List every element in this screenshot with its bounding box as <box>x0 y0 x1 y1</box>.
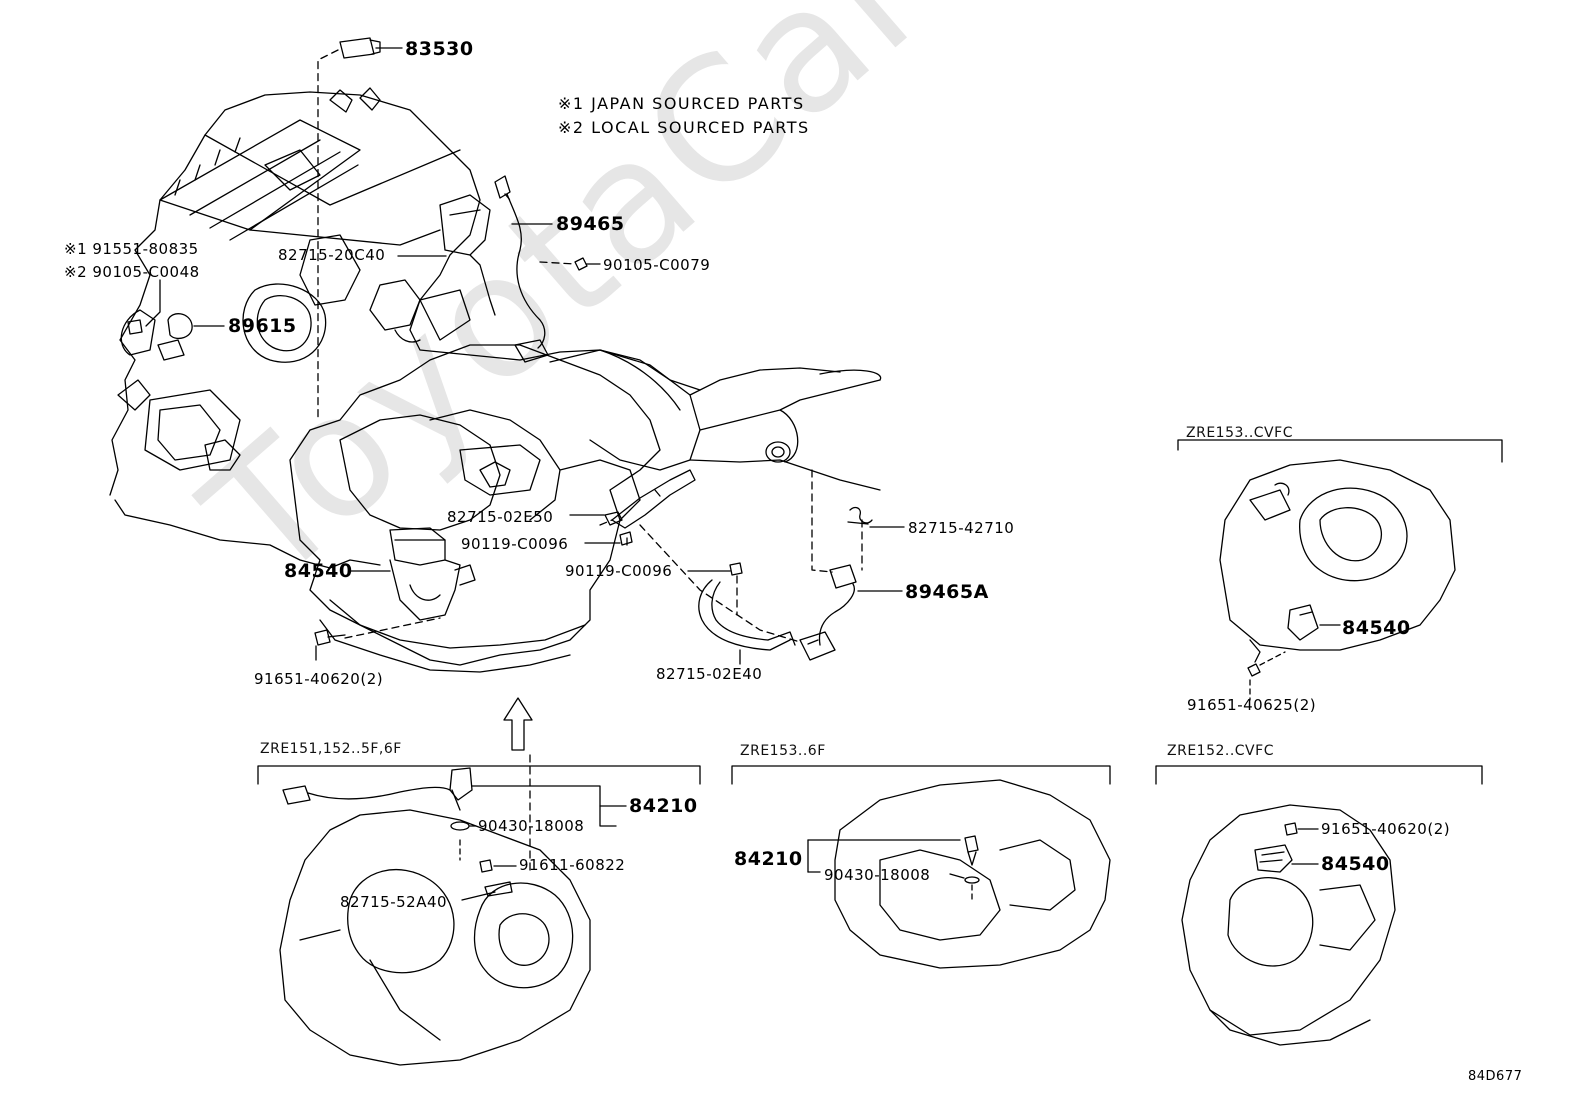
part-label-89615: 89615 <box>228 315 297 337</box>
part-label-82715-52A40: 82715-52A40 <box>340 893 448 911</box>
part-label-90430-18008-zre151: 90430-18008 <box>478 817 585 835</box>
inset-zre153-6f-drawing <box>731 765 1111 969</box>
note-japan-sourced: ※1 JAPAN SOURCED PARTS <box>558 94 805 113</box>
part-label-82715-42710: 82715-42710 <box>908 519 1015 537</box>
part-label-90105-C0048: ※2 90105-C0048 <box>64 263 200 281</box>
inset-zre152-cvfc-drawing <box>1155 765 1483 1046</box>
part-label-83530: 83530 <box>405 38 474 60</box>
part-label-82715-20C40: 82715-20C40 <box>278 246 386 264</box>
section-title-zre153-6f: ZRE153..6F <box>740 743 826 759</box>
part-label-89465: 89465 <box>556 213 625 235</box>
part-label-82715-02E50: 82715-02E50 <box>447 508 554 526</box>
part-label-91611-60822: 91611-60822 <box>519 856 626 874</box>
section-title-zre151: ZRE151,152..5F,6F <box>260 741 402 757</box>
part-label-91651-40620-main: 91651-40620(2) <box>254 670 384 688</box>
part-label-91551-80835: ※1 91551-80835 <box>64 240 199 258</box>
part-label-84210-zre153: 84210 <box>734 848 803 870</box>
inset-zre151-drawing <box>257 765 701 1066</box>
dashed-callout-lines <box>317 49 863 871</box>
leader-lines <box>145 47 905 665</box>
figure-code: 84D677 <box>1468 1069 1523 1084</box>
part-label-90430-18008-zre153: 90430-18008 <box>824 866 931 884</box>
part-label-90119-C0096-a: 90119-C0096 <box>461 535 569 553</box>
section-title-zre153-cvfc: ZRE153..CVFC <box>1186 425 1293 441</box>
part-label-84540-zre152: 84540 <box>1321 853 1390 875</box>
inset-zre153-cvfc-drawing <box>1177 439 1503 701</box>
part-label-82715-02E40: 82715-02E40 <box>656 665 763 683</box>
part-label-90119-C0096-b: 90119-C0096 <box>565 562 673 580</box>
part-label-91651-40620-zre152: 91651-40620(2) <box>1321 820 1451 838</box>
part-label-84540-main: 84540 <box>284 560 353 582</box>
part-label-89465A: 89465A <box>905 581 989 603</box>
arrow-up-icon <box>503 697 533 751</box>
part-label-84540-zre153: 84540 <box>1342 617 1411 639</box>
part-label-84210-zre151: 84210 <box>629 795 698 817</box>
part-label-90105-C0079: 90105-C0079 <box>603 256 711 274</box>
engine-assembly-drawing <box>109 37 882 673</box>
section-title-zre152-cvfc: ZRE152..CVFC <box>1167 743 1274 759</box>
note-local-sourced: ※2 LOCAL SOURCED PARTS <box>558 118 810 137</box>
part-label-91651-40625: 91651-40625(2) <box>1187 696 1317 714</box>
